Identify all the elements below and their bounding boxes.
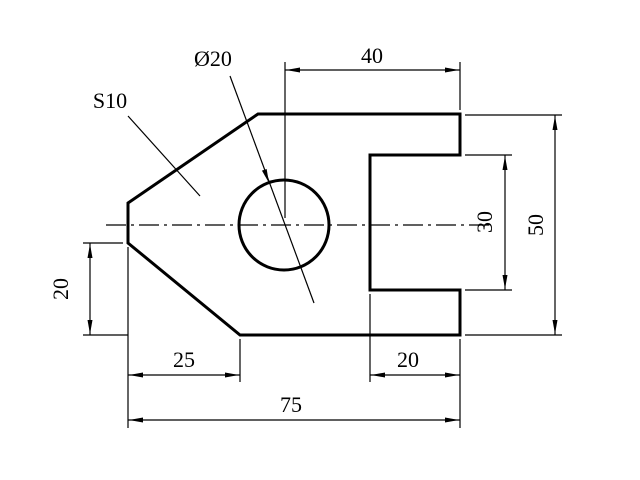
arrowhead bbox=[87, 244, 93, 258]
leader-line bbox=[127, 115, 201, 197]
arrowhead bbox=[129, 372, 143, 378]
dim-left-flat-height: 20 bbox=[48, 242, 128, 336]
arrowhead bbox=[371, 372, 385, 378]
arrowhead bbox=[129, 417, 143, 423]
dim-label-top-width: 40 bbox=[361, 43, 383, 68]
label-hole-diameter: Ø20 bbox=[194, 46, 232, 71]
dim-notch-width: 20 bbox=[370, 347, 460, 378]
dim-overall-height: 50 bbox=[465, 114, 562, 336]
dim-bottom-left-width: 25 bbox=[128, 347, 240, 378]
arrowhead bbox=[552, 320, 558, 334]
arrowhead bbox=[552, 116, 558, 130]
dim-label-notch-width: 20 bbox=[397, 347, 419, 372]
arrowhead bbox=[261, 168, 269, 183]
arrowhead bbox=[286, 67, 300, 73]
dim-label-notch-height: 30 bbox=[472, 211, 497, 233]
arrowhead bbox=[445, 417, 459, 423]
dim-label-bottom-left-width: 25 bbox=[173, 347, 195, 372]
arrowhead bbox=[225, 372, 239, 378]
dim-label-overall-width: 75 bbox=[280, 392, 302, 417]
callout-hole-diameter: Ø20 bbox=[194, 46, 315, 304]
arrowhead bbox=[502, 275, 508, 289]
arrowhead bbox=[502, 156, 508, 170]
label-surface-note: S10 bbox=[93, 88, 127, 113]
callout-surface-note: S10 bbox=[93, 88, 201, 197]
part-outline bbox=[126, 112, 462, 337]
dim-top-width: 40 bbox=[284, 43, 461, 218]
dim-notch-height: 30 bbox=[465, 154, 512, 291]
arrowhead bbox=[87, 320, 93, 334]
dim-label-left-flat-height: 20 bbox=[48, 278, 73, 300]
arrowhead bbox=[445, 67, 459, 73]
dim-label-overall-height: 50 bbox=[523, 214, 548, 236]
leader-line bbox=[229, 75, 315, 304]
arrowhead bbox=[445, 372, 459, 378]
dim-overall-width: 75 bbox=[128, 392, 460, 423]
